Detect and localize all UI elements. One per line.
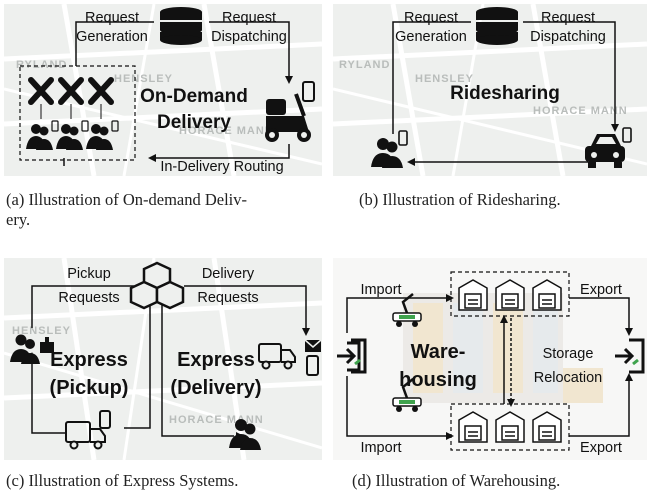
arrow-routing (407, 158, 415, 166)
robot-arm-icon (392, 293, 422, 412)
map-label-ryland: RYLAND (339, 59, 390, 71)
arrow-import-top (446, 294, 454, 302)
map-label-hensley: HENSLEY (12, 325, 71, 337)
restaurant-links (40, 104, 102, 119)
flow-lines (63, 21, 290, 166)
title-on-demand: On-Demand (140, 86, 248, 107)
label-request-dispatching-2: Dispatching (211, 29, 287, 45)
title-ridesharing: Ridesharing (450, 83, 560, 104)
warehouse-background (403, 293, 603, 403)
panel-ridesharing: RYLAND HENSLEY HORACE MANN Request Gener… (333, 4, 647, 176)
map-label-horace-mann: HORACE MANN (179, 125, 274, 137)
title-ware: Ware- (411, 341, 466, 363)
map-background (333, 4, 647, 176)
label-export-top: Export (580, 282, 622, 298)
caption-c-line1: (c) Illustration of Express Systems. (6, 471, 239, 490)
diagram-on-demand-delivery: RYLAND HENSLEY HORACE MANN Request Gener… (4, 4, 322, 176)
label-relocation: Relocation (534, 370, 603, 386)
arrow-export-top (625, 328, 633, 336)
panel-on-demand-delivery: RYLAND HENSLEY HORACE MANN Request Gener… (4, 4, 322, 176)
map-label-horace-mann: HORACE MANN (533, 105, 628, 117)
flow-lines (346, 297, 630, 437)
label-request-generation-2: Generation (395, 29, 467, 45)
map-label-hensley: HENSLEY (415, 73, 474, 85)
title-express-delivery-1: Express (177, 349, 255, 371)
flow-lines (31, 285, 307, 437)
warehouse-icon (458, 411, 562, 443)
database-icon (160, 7, 202, 45)
diagram-ridesharing: RYLAND HENSLEY HORACE MANN Request Gener… (333, 4, 647, 176)
car-icon (585, 127, 632, 168)
database-icon (476, 7, 518, 45)
mail-icon (304, 339, 322, 352)
caption-d-line1: (d) Illustration of Warehousing. (352, 471, 561, 490)
truck-icon (258, 343, 296, 370)
caption-d: (d) Illustration of Warehousing. (352, 471, 560, 491)
label-request-generation-1: Request (404, 10, 458, 26)
title-express-pickup-2: (Pickup) (50, 377, 129, 399)
caption-b: (b) Illustration of Ridesharing. (359, 190, 561, 210)
login-icon (615, 338, 645, 374)
label-delivery: Delivery (202, 266, 255, 282)
arrow-relocation-up (500, 315, 508, 323)
person-phone-icon (371, 130, 408, 168)
restaurant-group-box (19, 65, 136, 161)
caption-c: (c) Illustration of Express Systems. (6, 471, 238, 491)
panel-warehousing: Import Export Import Export Ware- housin… (333, 258, 647, 460)
label-request-dispatching-1: Request (222, 10, 276, 26)
label-export-bottom: Export (580, 440, 622, 456)
label-request-generation-2: Generation (76, 29, 148, 45)
arrow-delivery (302, 328, 310, 336)
phone-icon (306, 355, 319, 376)
label-request-dispatching-1: Request (541, 10, 595, 26)
fork-knife-icon (28, 77, 114, 105)
truck-icon (65, 410, 111, 450)
label-delivery-requests: Requests (197, 290, 258, 306)
label-storage: Storage (543, 346, 594, 362)
label-import-top: Import (360, 282, 401, 298)
boxes-icon (129, 261, 185, 310)
caption-a: (a) Illustration of On-demand Deliv- ery… (6, 190, 247, 230)
label-request-dispatching-2: Dispatching (530, 29, 606, 45)
arrow-dispatch (285, 76, 293, 84)
caption-a-line2: ery. (6, 210, 31, 229)
title-housing: housing (399, 369, 477, 391)
person-phone-icon (26, 120, 119, 150)
caption-b-line1: (b) Illustration of Ridesharing. (359, 190, 561, 209)
title-delivery: Delivery (157, 112, 231, 133)
warehouse-icon (458, 279, 562, 311)
label-pickup-requests: Requests (58, 290, 119, 306)
title-express-pickup-1: Express (50, 349, 128, 371)
label-import-bottom: Import (360, 440, 401, 456)
label-pickup: Pickup (67, 266, 111, 282)
map-label-hensley: HENSLEY (114, 73, 173, 85)
arrow-import-bottom (446, 432, 454, 440)
map-label-ryland: RYLAND (16, 59, 67, 71)
scooter-icon (265, 81, 315, 142)
arrow-relocation-down (507, 399, 515, 407)
person-phone-icon (10, 334, 54, 364)
caption-a-line1: (a) Illustration of On-demand Deliv- (6, 190, 248, 209)
arrow-export-bottom (625, 373, 633, 381)
arrow-dispatch (611, 124, 619, 132)
flow-lines (392, 21, 616, 163)
warehouse-group-top (450, 271, 570, 317)
login-icon (337, 338, 367, 374)
label-request-generation-1: Request (85, 10, 139, 26)
arrow-routing (148, 154, 156, 162)
diagram-warehousing: Import Export Import Export Ware- housin… (337, 271, 645, 456)
diagram-express-systems: HENSLEY HORACE MANN Pickup Requests Deli… (4, 258, 322, 460)
panel-express-systems: HENSLEY HORACE MANN Pickup Requests Deli… (4, 258, 322, 460)
title-express-delivery-2: (Delivery) (170, 377, 261, 399)
label-in-delivery-routing: In-Delivery Routing (160, 159, 283, 175)
person-icon (229, 419, 261, 450)
